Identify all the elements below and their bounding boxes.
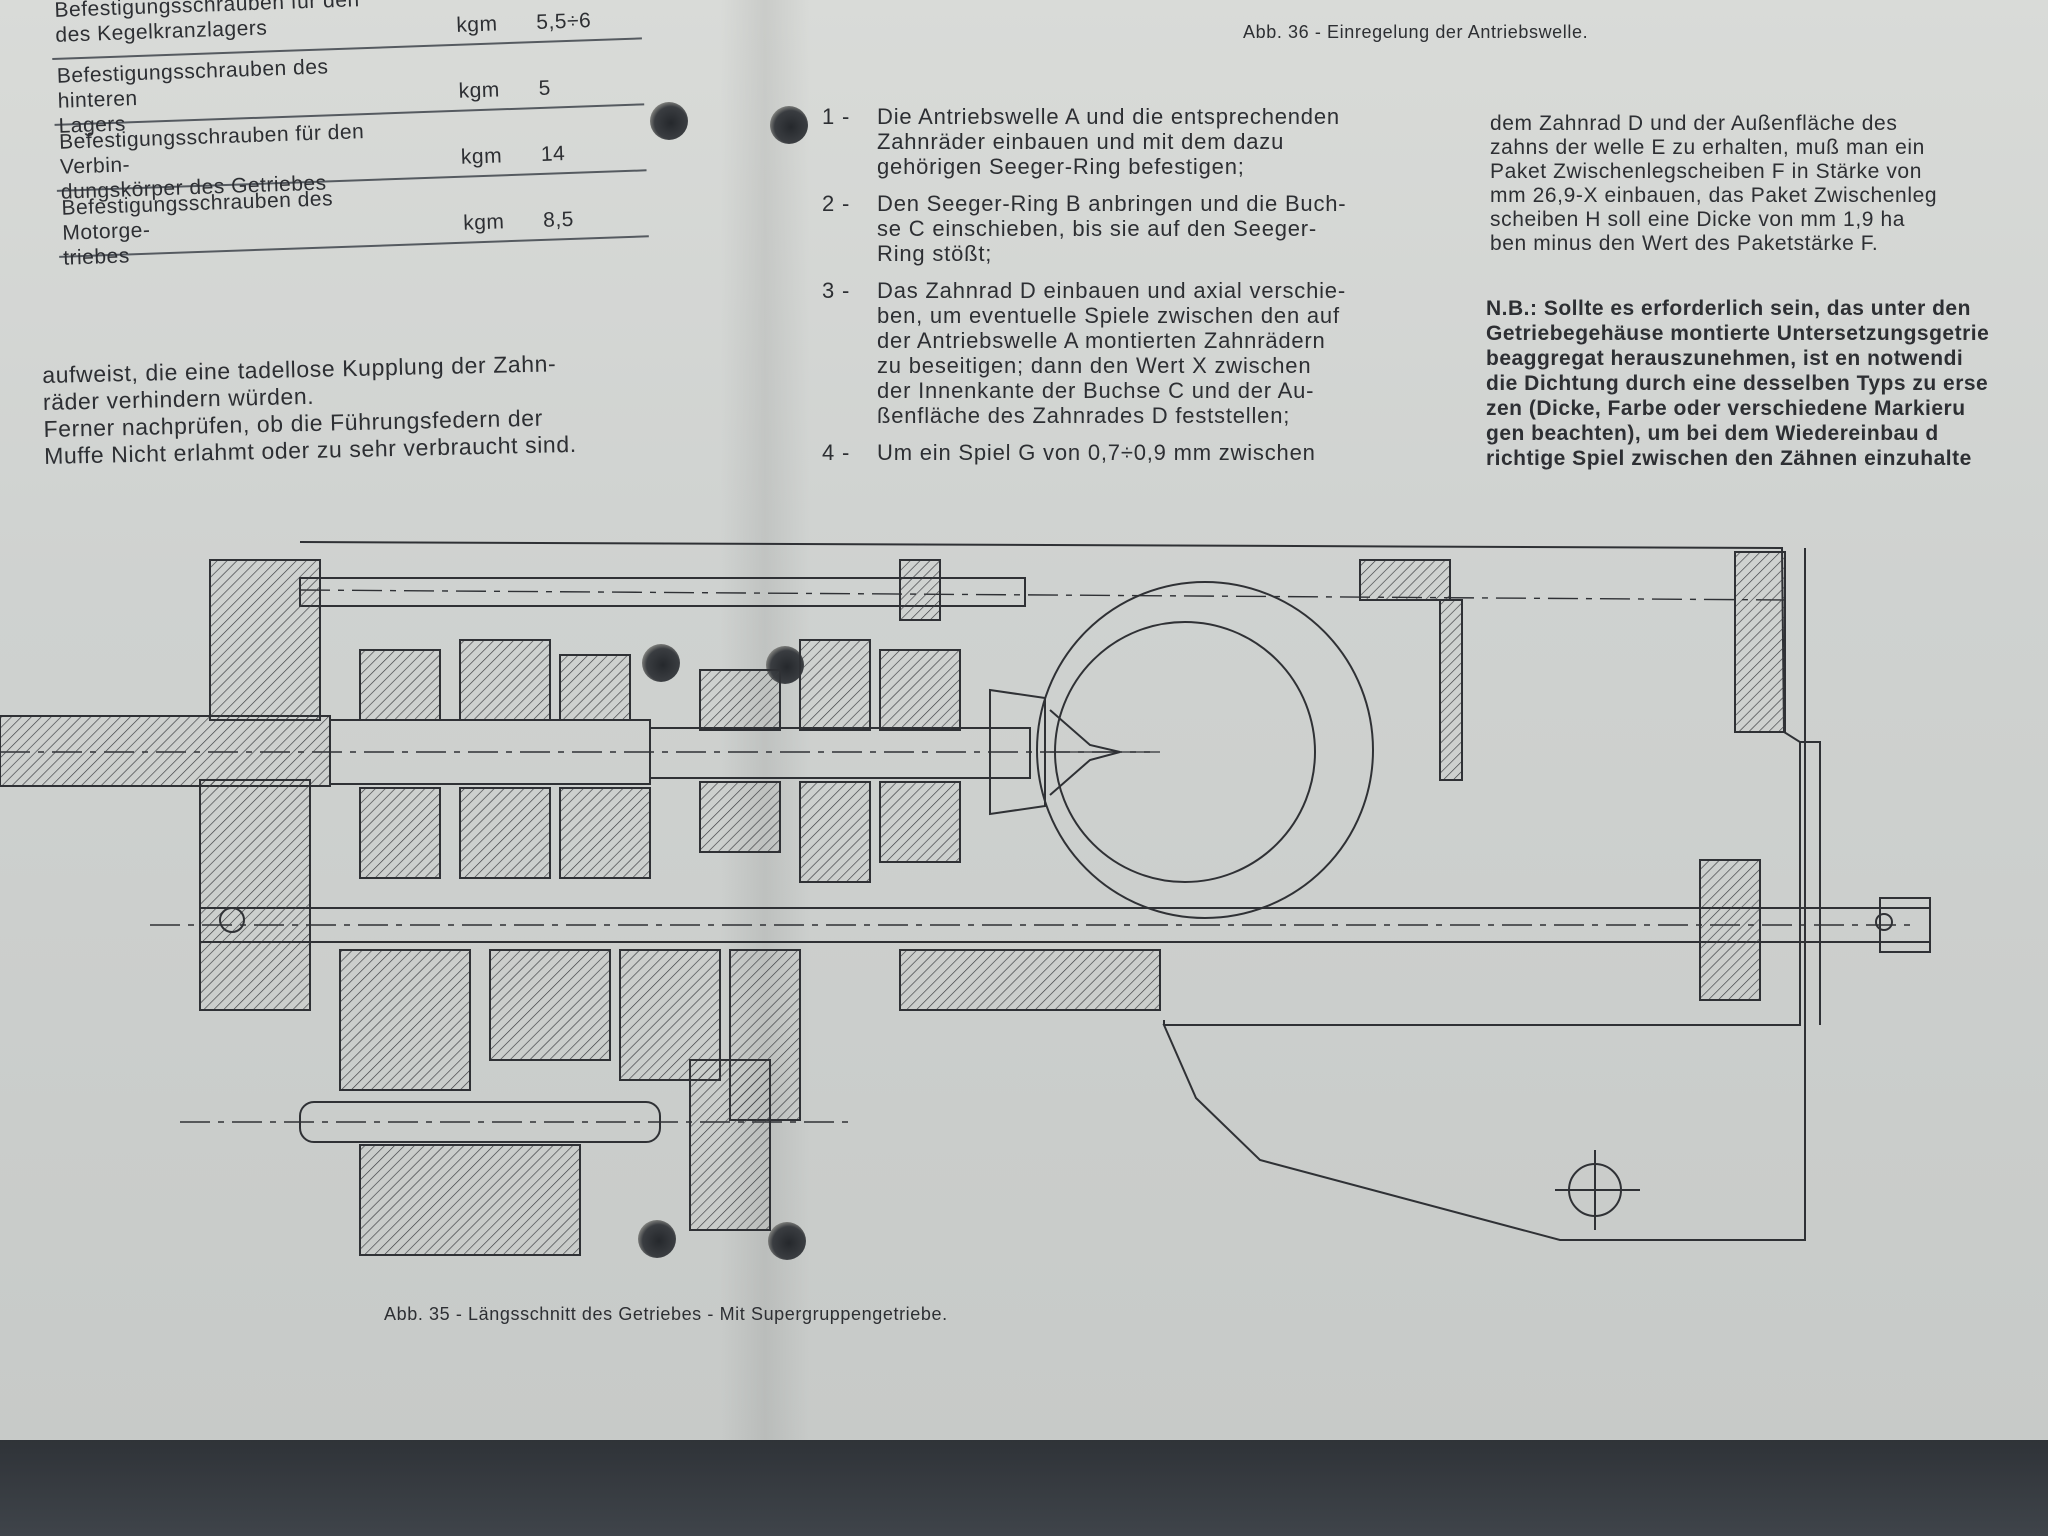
- text-line: scheiben H soll eine Dicke von mm 1,9 ha: [1490, 208, 1906, 231]
- step-item: 1 - Die Antriebswelle A und die entsprec…: [822, 104, 1432, 179]
- step-line: Den Seeger-Ring B anbringen und die Buch…: [877, 191, 1347, 216]
- torque-row-description: Befestigungsschrauben für den des Kegelk…: [54, 0, 386, 48]
- torque-unit: kgm: [458, 78, 501, 103]
- step-item: 3 - Das Zahnrad D einbauen und axial ver…: [822, 278, 1432, 428]
- step-number: 1 -: [822, 104, 851, 129]
- binder-hole: [768, 1222, 806, 1260]
- torque-value: 5,5÷6: [535, 9, 592, 35]
- note-line: N.B.: Sollte es erforderlich sein, das u…: [1486, 297, 1971, 320]
- step-line: Ring stößt;: [877, 241, 993, 266]
- step-line: der Antriebswelle A montierten Zahnräder…: [877, 328, 1326, 353]
- note-line: gen beachten), um bei dem Wiedereinbau d: [1486, 422, 1939, 445]
- crown-gear-outline: [1036, 581, 1374, 919]
- note-line: beaggregat herauszunehmen, ist en notwen…: [1486, 347, 1964, 370]
- step-number: 2 -: [822, 191, 851, 216]
- torque-unit: kgm: [462, 210, 505, 235]
- step-line: Die Antriebswelle A und die entsprechend…: [877, 104, 1340, 129]
- input-shaft: [0, 715, 331, 787]
- step-line: se C einschieben, bis sie auf den Seeger…: [877, 216, 1318, 241]
- note-line: Getriebegehäuse montierte Untersetzungsg…: [1486, 322, 1990, 345]
- gearbox-section-drawing: [0, 541, 1931, 1256]
- note-line: richtige Spiel zwischen den Zähnen einzu…: [1486, 447, 1972, 470]
- step-line: ben, um eventuelle Spiele zwischen den a…: [877, 303, 1340, 328]
- figure-35-caption: Abb. 35 - Längsschnitt des Getriebes - M…: [384, 1304, 948, 1324]
- torque-unit: kgm: [460, 144, 503, 169]
- step-line: Zahnräder einbauen und mit dem dazu: [877, 129, 1285, 154]
- step-line: der Innenkante der Buchse C und der Au-: [877, 378, 1315, 403]
- binder-hole: [638, 1220, 676, 1258]
- left-paragraph: aufweist, die eine tadellose Kupplung de…: [42, 349, 629, 470]
- text-line: mm 26,9-X einbauen, das Paket Zwischenle…: [1490, 184, 1938, 207]
- binder-hole: [650, 102, 688, 140]
- text-line: dem Zahnrad D und der Außenfläche des: [1490, 112, 1898, 135]
- step-line: Um ein Spiel G von 0,7÷0,9 mm zwischen: [877, 440, 1316, 465]
- desk-surface: [0, 1440, 2048, 1536]
- nb-note: N.B.: Sollte es erforderlich sein, das u…: [1486, 296, 2048, 471]
- note-line: die Dichtung durch eine desselben Typs z…: [1486, 372, 1989, 395]
- step-item: 4 - Um ein Spiel G von 0,7÷0,9 mm zwisch…: [822, 440, 1432, 465]
- torque-row-description: Befestigungsschrauben des Motorge- trieb…: [61, 184, 393, 270]
- step-line: gehörigen Seeger-Ring befestigen;: [877, 154, 1245, 179]
- step-line: ßenfläche des Zahnrades D feststellen;: [877, 403, 1291, 428]
- open-manual-pages: [0, 0, 2048, 1450]
- right-column-text: dem Zahnrad D und der Außenfläche des za…: [1490, 112, 2048, 256]
- figure-36-caption: Abb. 36 - Einregelung der Antriebswelle.: [1243, 22, 1589, 42]
- step-item: 2 - Den Seeger-Ring B anbringen und die …: [822, 191, 1432, 266]
- torque-value: 5: [538, 76, 552, 100]
- step-number: 4 -: [822, 440, 851, 465]
- text-line: zahns der welle E zu erhalten, muß man e…: [1490, 136, 1925, 159]
- binder-hole: [642, 644, 680, 682]
- step-number: 3 -: [822, 278, 851, 303]
- step-line: zu beseitigen; dann den Wert X zwischen: [877, 353, 1312, 378]
- binder-hole: [770, 106, 808, 144]
- torque-unit: kgm: [455, 12, 498, 37]
- text-line: Paket Zwischenlegscheiben F in Stärke vo…: [1490, 160, 1922, 183]
- note-line: zen (Dicke, Farbe oder verschiedene Mark…: [1486, 397, 1966, 420]
- torque-value: 14: [540, 142, 566, 166]
- procedure-steps: 1 - Die Antriebswelle A und die entsprec…: [822, 104, 1432, 477]
- step-line: Das Zahnrad D einbauen und axial verschi…: [877, 278, 1346, 303]
- text-line: ben minus den Wert des Paketstärke F.: [1490, 232, 1879, 255]
- torque-value: 8,5: [542, 207, 575, 232]
- torque-table: Befestigungsschrauben für den des Kegelk…: [50, 0, 649, 270]
